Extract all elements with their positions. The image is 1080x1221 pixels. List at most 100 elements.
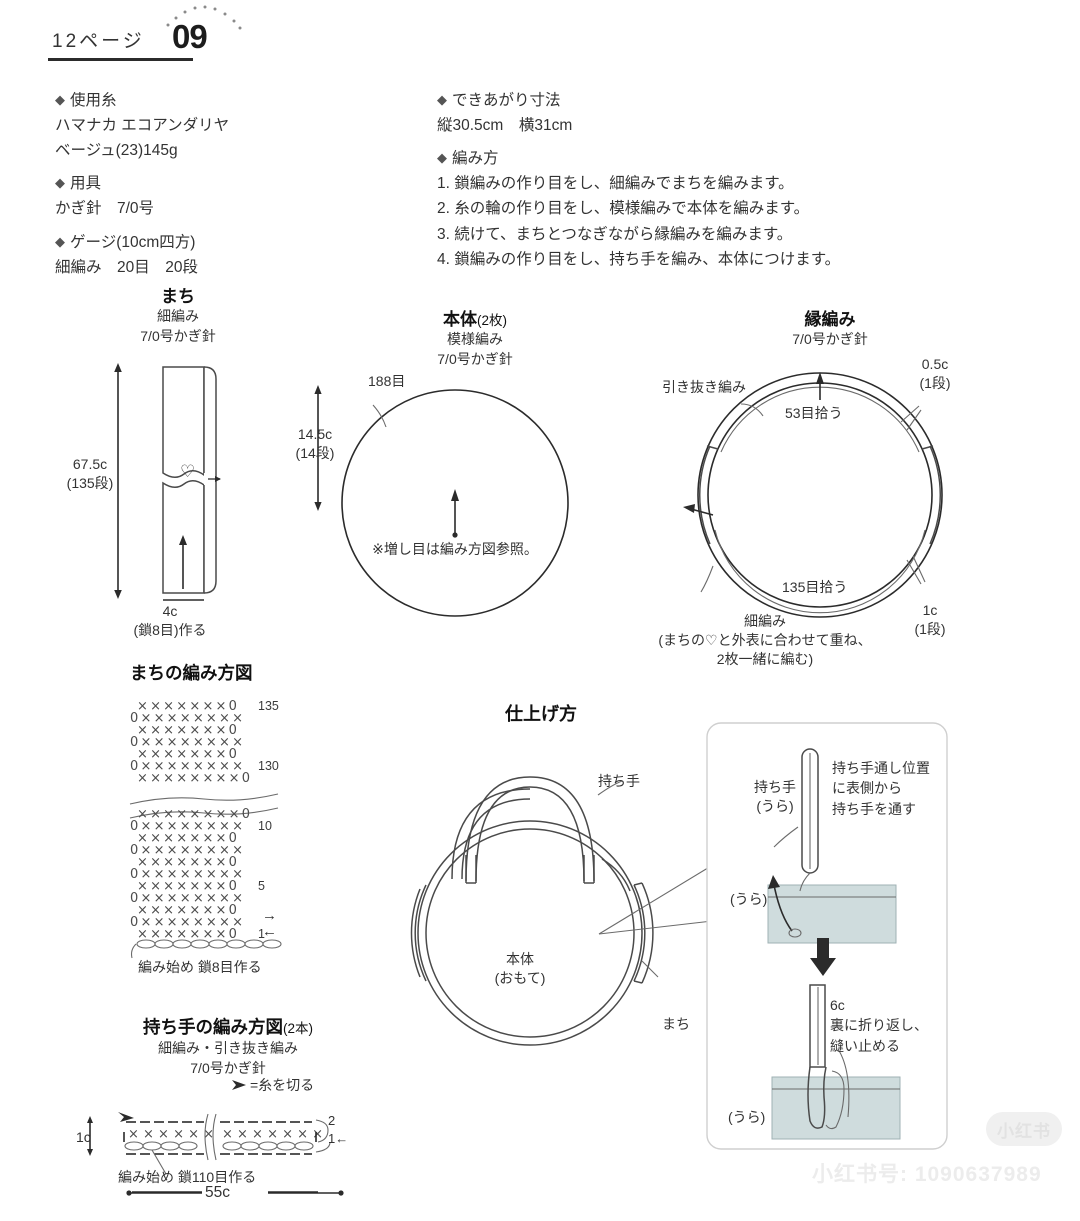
bag-body-label-text: 本体 [506,951,534,967]
chart-row: ×××××××0 [130,831,295,846]
chart-row: ××××××××0 [130,808,295,821]
gusset-height-dimension: 67.5c (135段) [55,455,125,493]
chart-row-symbols: 0×××××××× [130,891,246,906]
gusset-chart-foundation-chain [128,936,284,962]
body-drawing [300,375,590,625]
gusset-height-value: 67.5c [72,456,108,472]
body-stitch-count: 188目 [368,373,406,389]
detail-handle-label: 持ち手 (うら) [744,778,806,816]
chart-row-symbols: ×××××××0 [137,855,240,870]
edging-bottom-c: 1c [922,602,938,618]
chart-row-symbols: 0×××××××× [130,819,246,834]
handle-row-1-arrow: ← [335,1131,349,1146]
edging-title-block: 縁編み 7/0号かぎ針 [715,305,945,350]
finishing-title: 仕上げ方 [505,704,577,724]
detail-fold-line-2: 縫い止める [830,1037,900,1054]
body-title: 本体 [443,310,477,329]
chart-row-symbols: ×××××××0 [137,831,240,846]
gusset-width-note: (鎖8目)作る [133,621,207,638]
detail-handle-label-text: 持ち手 [754,779,796,795]
handle-chart-count: (2本) [283,1021,313,1036]
detail-fold-line-1: 裏に折り返し、 [830,1017,928,1034]
page-label: 12ページ [52,31,145,52]
edging-title: 縁編み [804,310,856,329]
handle-width-label: 55c [205,1184,230,1201]
chart-row: 0×××××××× [130,844,295,857]
chart-row-number: 10 [258,819,272,833]
method-step: 4. 鎖編みの作り目をし、持ち手を編み、本体につけます。 [437,250,841,268]
edging-bottom-dimension: 1c (1段) [900,601,960,639]
materials-info-column: ◆使用糸 ハマナカ エコアンダリヤ ベージュ(23)145g ◆用具 かぎ針 7… [55,88,415,280]
gusset-chart-break-bottom [128,806,280,820]
gusset-chart-start-note: 編み始め 鎖8目作る [138,959,262,975]
chart-row-symbols: ×××××××0 [137,903,240,918]
chart-row-symbols: 0×××××××× [130,735,246,750]
diamond-bullet-icon: ◆ [55,233,65,249]
handle-chart-sub-hook: 7/0号かぎ針 [190,1059,266,1076]
edging-bottom-rows: (1段) [914,620,946,637]
chart-row-number: 135 [258,699,279,713]
detail-instruction-line-3: 持ち手を通す [832,800,916,817]
chart-row-number: 130 [258,759,279,773]
body-sub-hook: 7/0号かぎ針 [437,350,513,367]
edging-sc-label: 細編み [744,613,786,629]
tools-value: かぎ針 7/0号 [55,200,155,218]
edging-sc-note-2: 2枚一緒に編む) [716,650,814,667]
body-height-dimension: 14.5c (14段) [284,425,346,463]
bag-body-side-text: (おもて) [494,969,546,986]
watermark-badge: 小红书 [986,1112,1062,1146]
diamond-bullet-icon: ◆ [437,92,447,107]
method-heading: ◆編み方 [437,150,499,168]
gusset-title-block: まち 細編み 7/0号かぎ針 [78,282,278,347]
body-increase-note: ※増し目は編み方図参照。 [372,541,538,557]
edging-top-c: 0.5c [921,356,949,372]
method-step: 1. 鎖編みの作り目をし、細編みでまちを編みます。 [437,175,794,193]
handle-row-2-label: 2 [328,1113,336,1128]
handle-width-dimension-line [124,1186,346,1200]
handle-chart-title-block: 持ち手の編み方図(2本) 細編み・引き抜き編み 7/0号かぎ針 [98,1014,358,1079]
handle-row-1-number: 1 [328,1131,336,1146]
handle-height-label: 1c [76,1129,91,1145]
gusset-chart-title: まちの編み方図 [130,660,253,685]
handle-chart-sub-stitch: 細編み・引き抜き編み [158,1040,298,1056]
detail-callout-lines [595,858,725,938]
size-heading: ◆できあがり寸法 [437,92,561,109]
edging-pick-bottom: 135目拾う [782,579,848,595]
edging-slip-stitch-label: 引き抜き編み [662,379,746,395]
chart-row-number: 5 [258,879,265,893]
gusset-sub-hook: 7/0号かぎ針 [140,327,216,344]
chart-row-symbols: ××××××××0 [137,771,253,786]
gusset-chart-break-top [128,793,280,807]
gusset-title: まち [161,287,195,306]
body-height-rows: (14段) [295,444,335,461]
edging-sc-note: 細編み (まちの♡と外表に合わせて重ね、 2枚一緒に編む) [620,612,910,669]
bag-handle-label: 持ち手 [598,773,640,789]
chart-row-number: 1 [258,927,265,941]
gusset-sub-stitch: 細編み [157,308,199,324]
chart-row: 0××××××××130 [130,759,295,773]
handle-chart-title-line: 持ち手の編み方図(2本) [98,1014,358,1039]
chart-row: 0×××××××× [130,891,295,906]
chart-row-symbols: 0×××××××× [130,711,246,726]
bag-body-label: 本体 (おもて) [470,950,570,988]
diamond-bullet-icon: ◆ [55,92,65,107]
diamond-bullet-icon: ◆ [437,150,447,166]
gusset-drawing [80,355,295,605]
detail-step-arrow-icon [808,938,838,978]
detail-lower-illustration [752,984,942,1145]
method-step: 3. 続けて、まちとつなぎながら縁編みを編みます。 [437,225,793,243]
gauge-heading: ◆ゲージ(10cm四方) [55,233,196,251]
pattern-number: 09 [172,18,208,55]
edging-drawing [655,360,985,625]
body-title-line: 本体(2枚) [360,305,590,330]
chart-row: ×××××××0 [130,903,295,918]
header-underline [48,58,193,61]
chart-row: 0×××××××× [130,916,295,929]
body-height-value: 14.5c [297,426,333,442]
detail-fold-length: 6c [830,997,845,1013]
header-decorative-dots [163,4,243,30]
